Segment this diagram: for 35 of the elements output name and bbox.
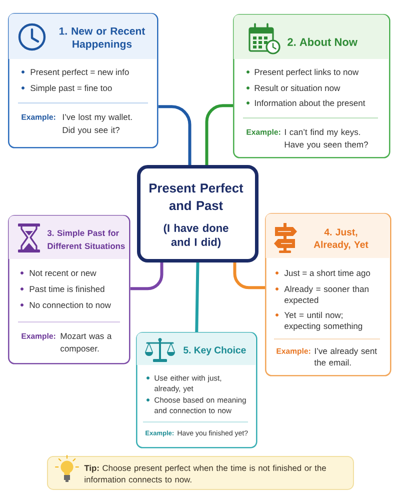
topic-card bbox=[265, 213, 392, 376]
card-title: 2. About Now bbox=[288, 38, 358, 46]
bullet-text: Simple past = fine too bbox=[30, 84, 112, 93]
example-text: I can’t find my keys. Have you seen them? bbox=[284, 128, 368, 150]
bullet-text: Past time is finished bbox=[30, 286, 104, 292]
connector-line bbox=[233, 262, 265, 290]
topic-box bbox=[137, 165, 258, 262]
connector-line bbox=[195, 262, 200, 332]
topic-card bbox=[233, 14, 390, 158]
bullet-text: Result or situation now bbox=[254, 84, 340, 92]
connector-line bbox=[205, 104, 233, 165]
bullet-text: Yet = until now; expecting something bbox=[284, 312, 362, 331]
tip-box bbox=[47, 455, 354, 490]
example-text: Mozart was a composer. bbox=[60, 333, 112, 354]
card-title: 1. New or Recent Happenings bbox=[59, 27, 146, 50]
bullet-text: Information about the present bbox=[254, 100, 366, 108]
card-title: 5. Key Choice bbox=[184, 346, 246, 356]
topic-card bbox=[8, 215, 130, 364]
bullet-text: Present perfect = new info bbox=[30, 68, 129, 77]
topic-card bbox=[8, 13, 158, 148]
topic-card bbox=[136, 332, 258, 448]
card-title: 3. Simple Past for Different Situations bbox=[47, 230, 125, 250]
connector-line bbox=[130, 262, 164, 290]
bullet-text: Present perfect links to now bbox=[254, 68, 359, 77]
example-text: I’ve lost my wallet. Did you see it? bbox=[62, 114, 132, 135]
bullet-text: No connection to now bbox=[30, 302, 111, 308]
title-text: Present Perfect and Past bbox=[150, 183, 244, 210]
tip-text: Tip: Choose present perfect when the time is not finished or the information connects to now. bbox=[84, 464, 326, 483]
subtitle-text: (I have done and I did) bbox=[164, 224, 228, 248]
card-title: 4. Just, Already, Yet bbox=[314, 228, 368, 250]
example-text: I’ve already sent the email. bbox=[314, 348, 377, 366]
bullet-text: Just = a short time ago bbox=[284, 270, 370, 278]
connector-line bbox=[158, 105, 192, 165]
bullet-text: Not recent or new bbox=[30, 270, 96, 276]
bullet-text: Already = sooner than expected bbox=[284, 286, 368, 305]
